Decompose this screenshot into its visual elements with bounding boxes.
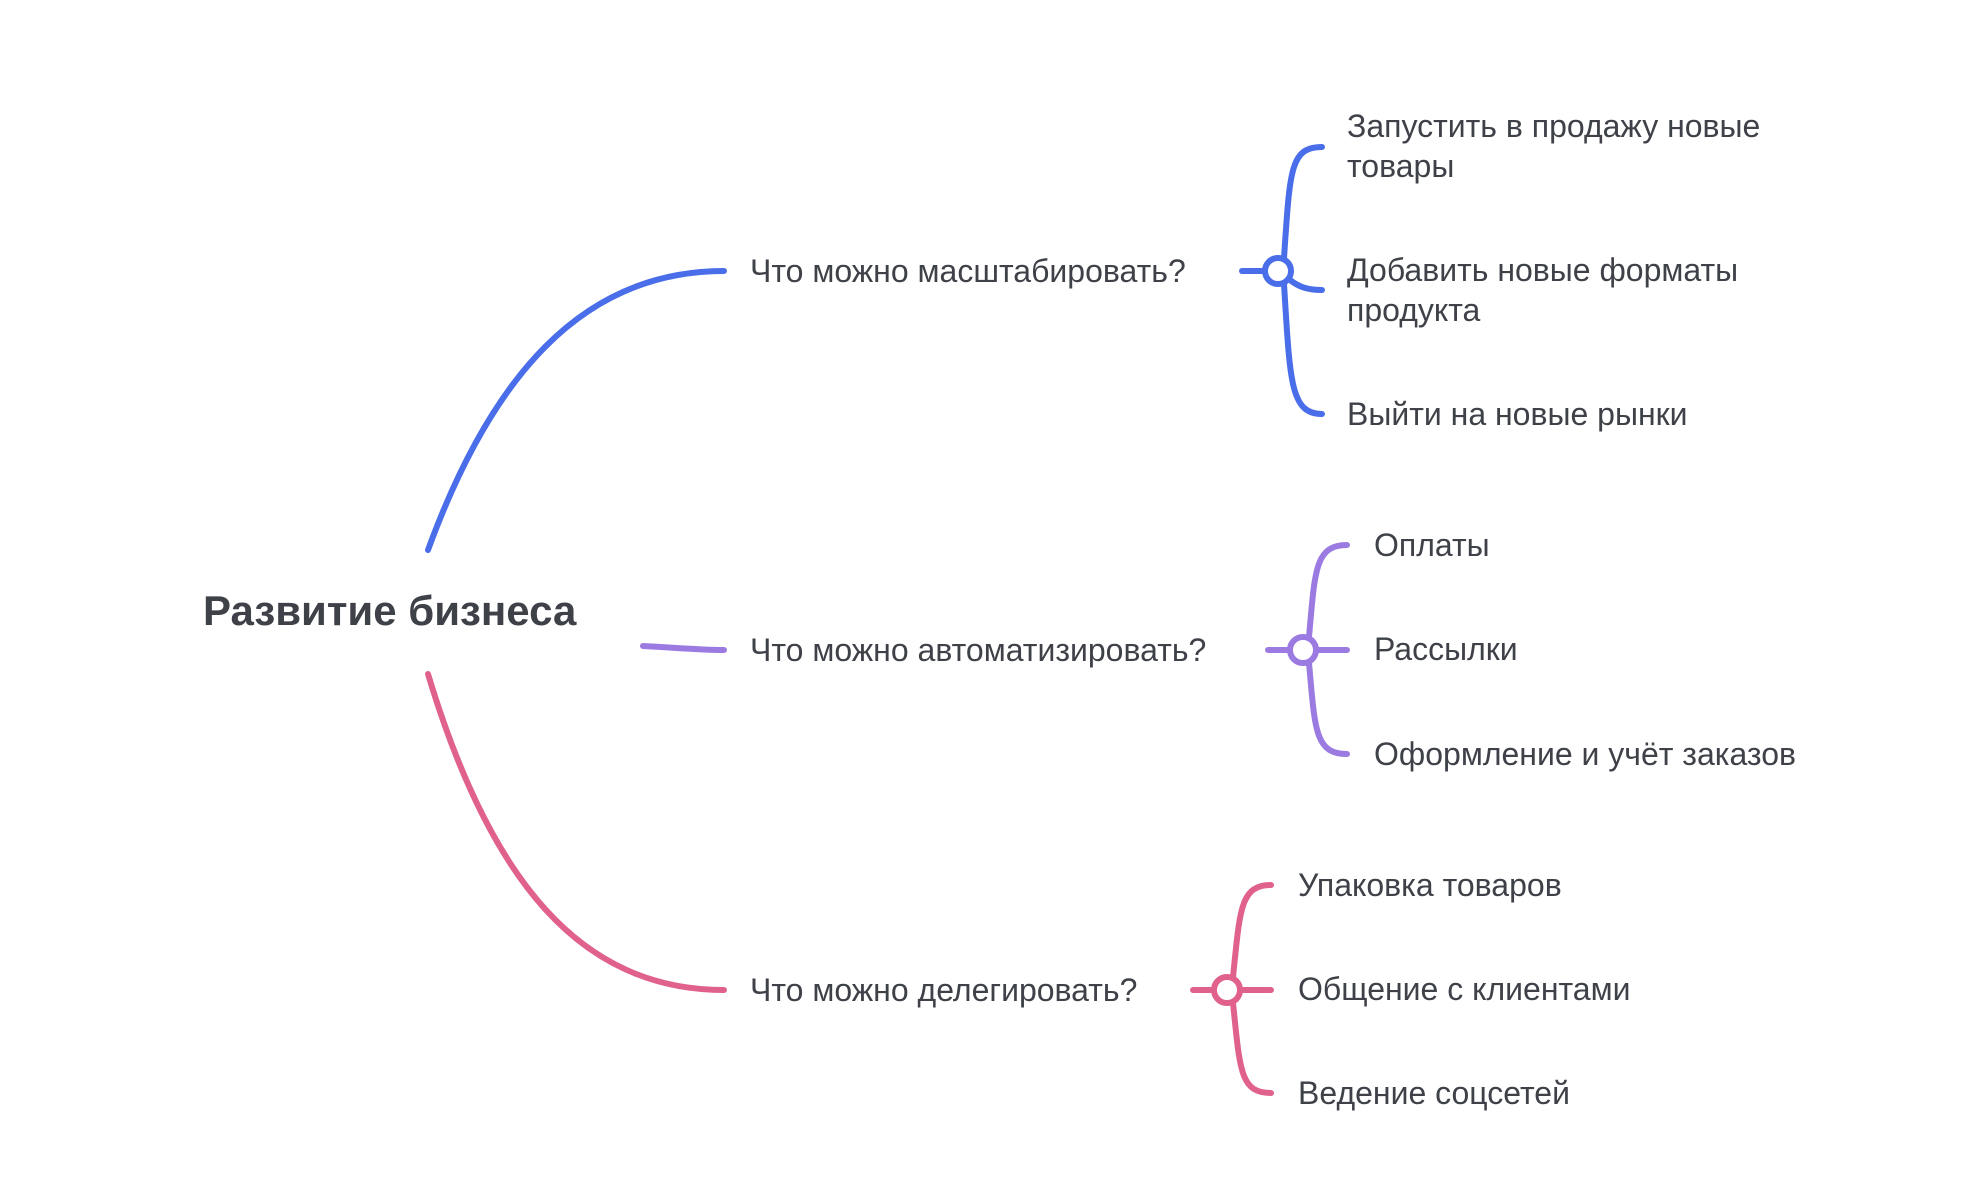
node-branch-1 [1262,255,1294,287]
root-topic[interactable]: Развитие бизнеса [203,587,577,634]
subtopic[interactable]: Добавить новые форматы продукта [1347,252,1739,328]
node-branch-2 [1287,634,1319,666]
branch-topic-scale[interactable]: Что можно масштабировать? [750,253,1186,289]
node-branch-3 [1211,974,1243,1006]
connector-branch-2 [640,643,727,653]
subtopic[interactable]: Запустить в продажу новые товары [1347,108,1761,184]
subtopic[interactable]: Выйти на новые рынки [1347,396,1688,432]
bracket-branch-3 [1230,882,1274,1096]
subtopic[interactable]: Ведение соцсетей [1298,1075,1570,1111]
subtopic[interactable]: Оформление и учёт заказов [1374,736,1797,772]
connector-branch-3 [425,671,727,993]
connector-branch-1 [425,268,727,553]
subtopic[interactable]: Упаковка товаров [1298,867,1562,903]
subtopic[interactable]: Рассылки [1374,631,1518,667]
bracket-branch-1 [1281,144,1325,417]
branch-topic-automate[interactable]: Что можно автоматизировать? [750,632,1207,668]
subtopic[interactable]: Общение с клиентами [1298,971,1631,1007]
bracket-branch-2 [1306,542,1350,757]
subtopic[interactable]: Оплаты [1374,527,1490,563]
branch-topic-delegate[interactable]: Что можно делегировать? [750,972,1138,1008]
